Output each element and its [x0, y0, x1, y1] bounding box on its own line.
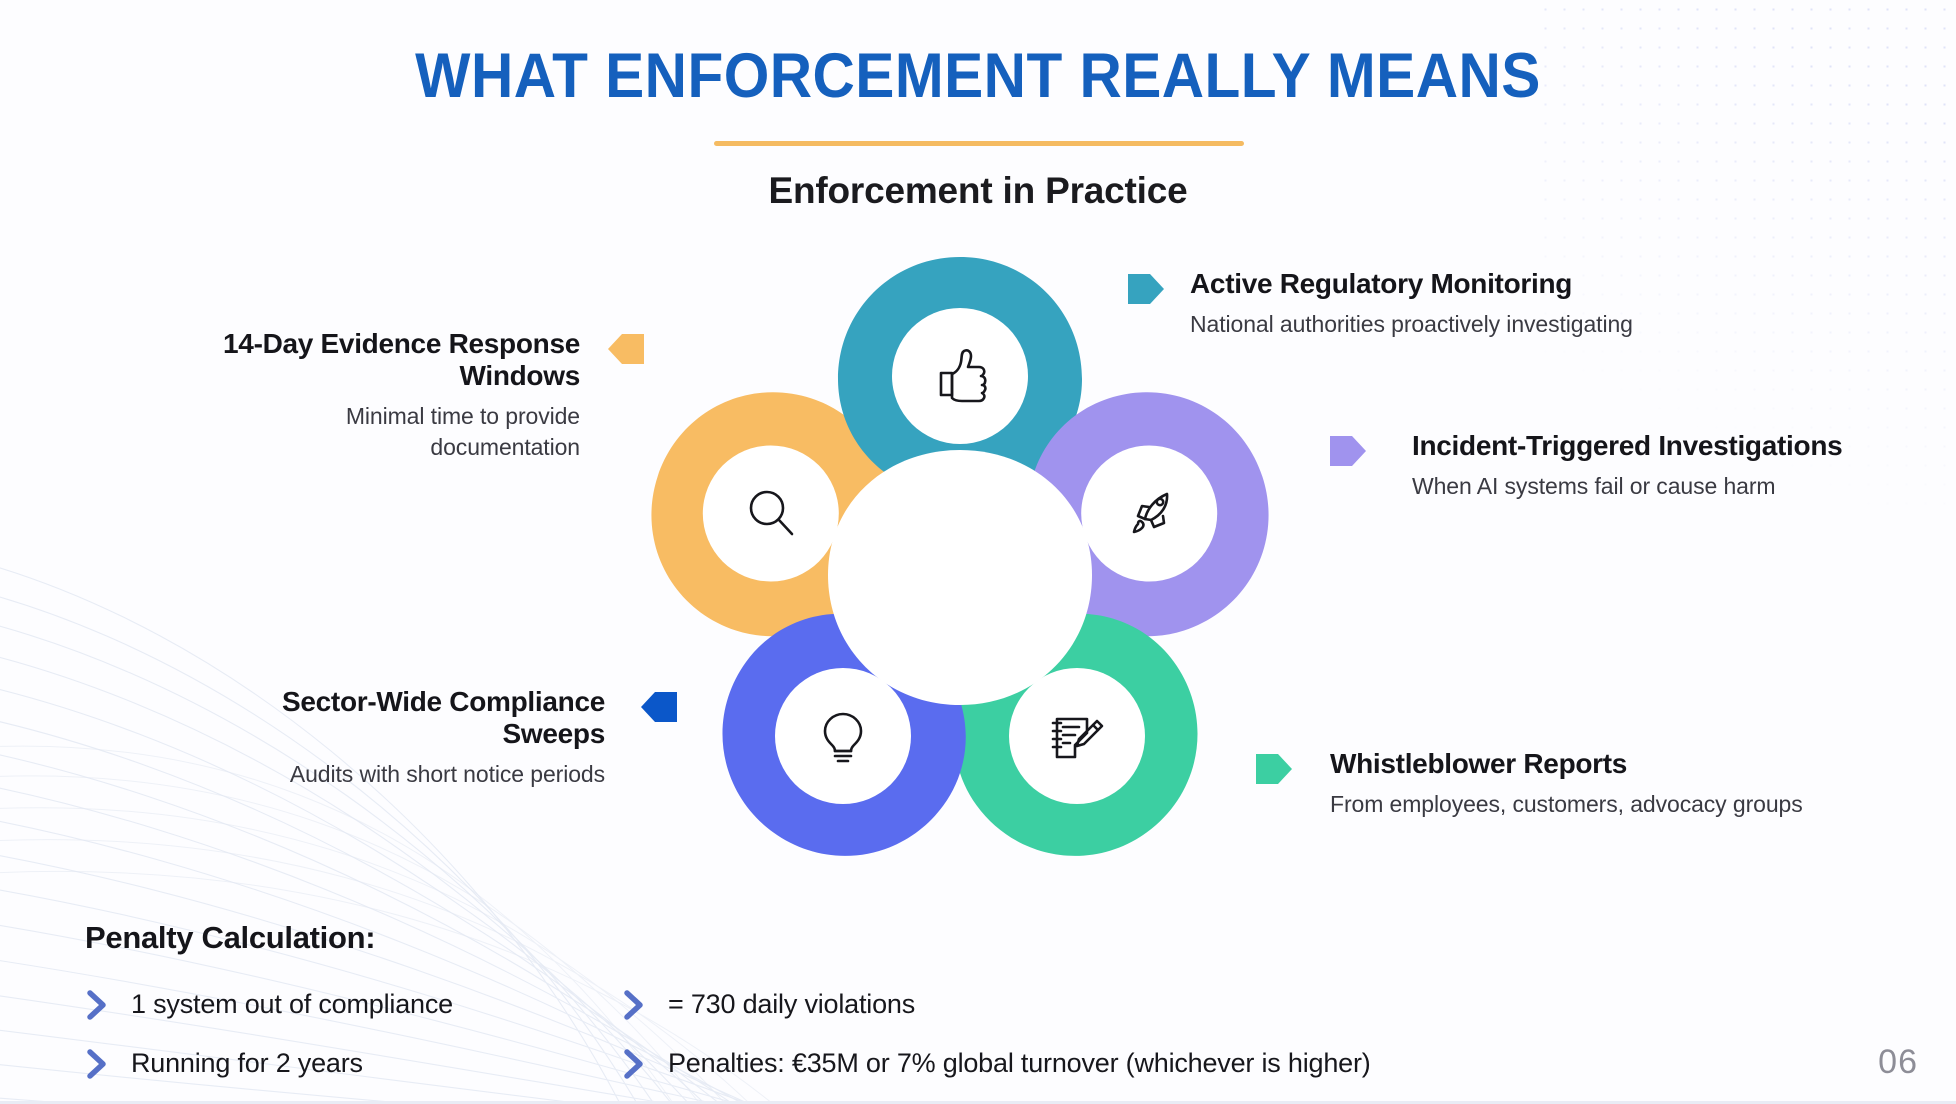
page-number: 06: [1878, 1043, 1918, 1081]
callout-description: From employees, customers, advocacy grou…: [1330, 791, 1803, 818]
notepad-edit-icon: [1051, 717, 1104, 759]
callout-description: Minimal time to provide documentation: [345, 403, 580, 461]
callout-description: Audits with short notice periods: [289, 761, 605, 788]
bottom-divider: [0, 1101, 1956, 1104]
callout-title: Whistleblower Reports: [1330, 748, 1628, 779]
chevron-marker-left-icon: [641, 692, 677, 722]
callout-incident-triggered-investigations: Incident-Triggered Investigations When A…: [1330, 430, 1892, 502]
thumbs-up-icon: [939, 349, 987, 403]
penalty-list-item: = 730 daily violations: [622, 975, 1371, 1034]
callout-title: Sector-Wide Compliance Sweeps: [282, 686, 605, 750]
callout-description: When AI systems fail or cause harm: [1412, 473, 1776, 500]
penalty-list-item: Penalties: €35M or 7% global turnover (w…: [622, 1034, 1371, 1093]
icon-disc-evidence: [702, 445, 839, 582]
chevron-bullet-icon: [624, 1048, 643, 1079]
penalty-item-text: Penalties: €35M or 7% global turnover (w…: [668, 1048, 1371, 1078]
chevron-marker-right-icon: [1330, 436, 1366, 466]
chevron-bullet-icon: [87, 1048, 106, 1079]
icon-disc-whistle: [1009, 668, 1145, 804]
penalty-list-item: 1 system out of compliance: [85, 975, 453, 1034]
callout-sector-wide-compliance-sweeps: Sector-Wide Compliance Sweeps Audits wit…: [180, 686, 677, 790]
diagram-center-hub: [828, 450, 1092, 705]
chevron-bullet-icon: [624, 989, 643, 1020]
chevron-marker-right-icon: [1128, 274, 1164, 304]
page-subtitle: Enforcement in Practice: [768, 170, 1188, 211]
penalty-item-text: Running for 2 years: [131, 1048, 363, 1078]
chevron-bullet-icon: [87, 989, 106, 1020]
penalty-item-text: = 730 daily violations: [668, 989, 916, 1019]
penalty-calculation-heading: Penalty Calculation:: [85, 920, 376, 955]
rocket-icon: [1132, 492, 1169, 534]
magnifier-icon: [749, 490, 794, 536]
callout-whistleblower-reports: Whistleblower Reports From employees, cu…: [1256, 748, 1850, 820]
lightbulb-icon: [823, 712, 863, 763]
callout-14-day-evidence-response-windows: 14-Day Evidence Response Windows Minimal…: [200, 328, 644, 463]
icon-disc-monitoring: [892, 308, 1028, 444]
penalty-list-item: Running for 2 years: [85, 1034, 453, 1093]
icon-disc-incident: [1081, 445, 1218, 582]
callout-active-regulatory-monitoring: Active Regulatory Monitoring National au…: [1128, 268, 1890, 340]
chevron-marker-right-icon: [1256, 754, 1292, 784]
callout-title: 14-Day Evidence Response Windows: [223, 328, 580, 392]
title-underline-accent: [714, 141, 1244, 146]
penalty-item-text: 1 system out of compliance: [131, 989, 453, 1019]
penalty-left-column: 1 system out of compliance Running for 2…: [85, 975, 453, 1093]
enforcement-cycle-diagram: [630, 257, 1290, 885]
penalty-right-column: = 730 daily violations Penalties: €35M o…: [622, 975, 1371, 1093]
chevron-marker-left-icon: [608, 334, 644, 364]
callout-description: National authorities proactively investi…: [1190, 311, 1633, 338]
callout-title: Active Regulatory Monitoring: [1190, 268, 1573, 299]
callout-title: Incident-Triggered Investigations: [1412, 430, 1843, 461]
page-title: WHAT ENFORCEMENT REALLY MEANS: [415, 41, 1541, 111]
icon-disc-sector: [775, 668, 911, 804]
